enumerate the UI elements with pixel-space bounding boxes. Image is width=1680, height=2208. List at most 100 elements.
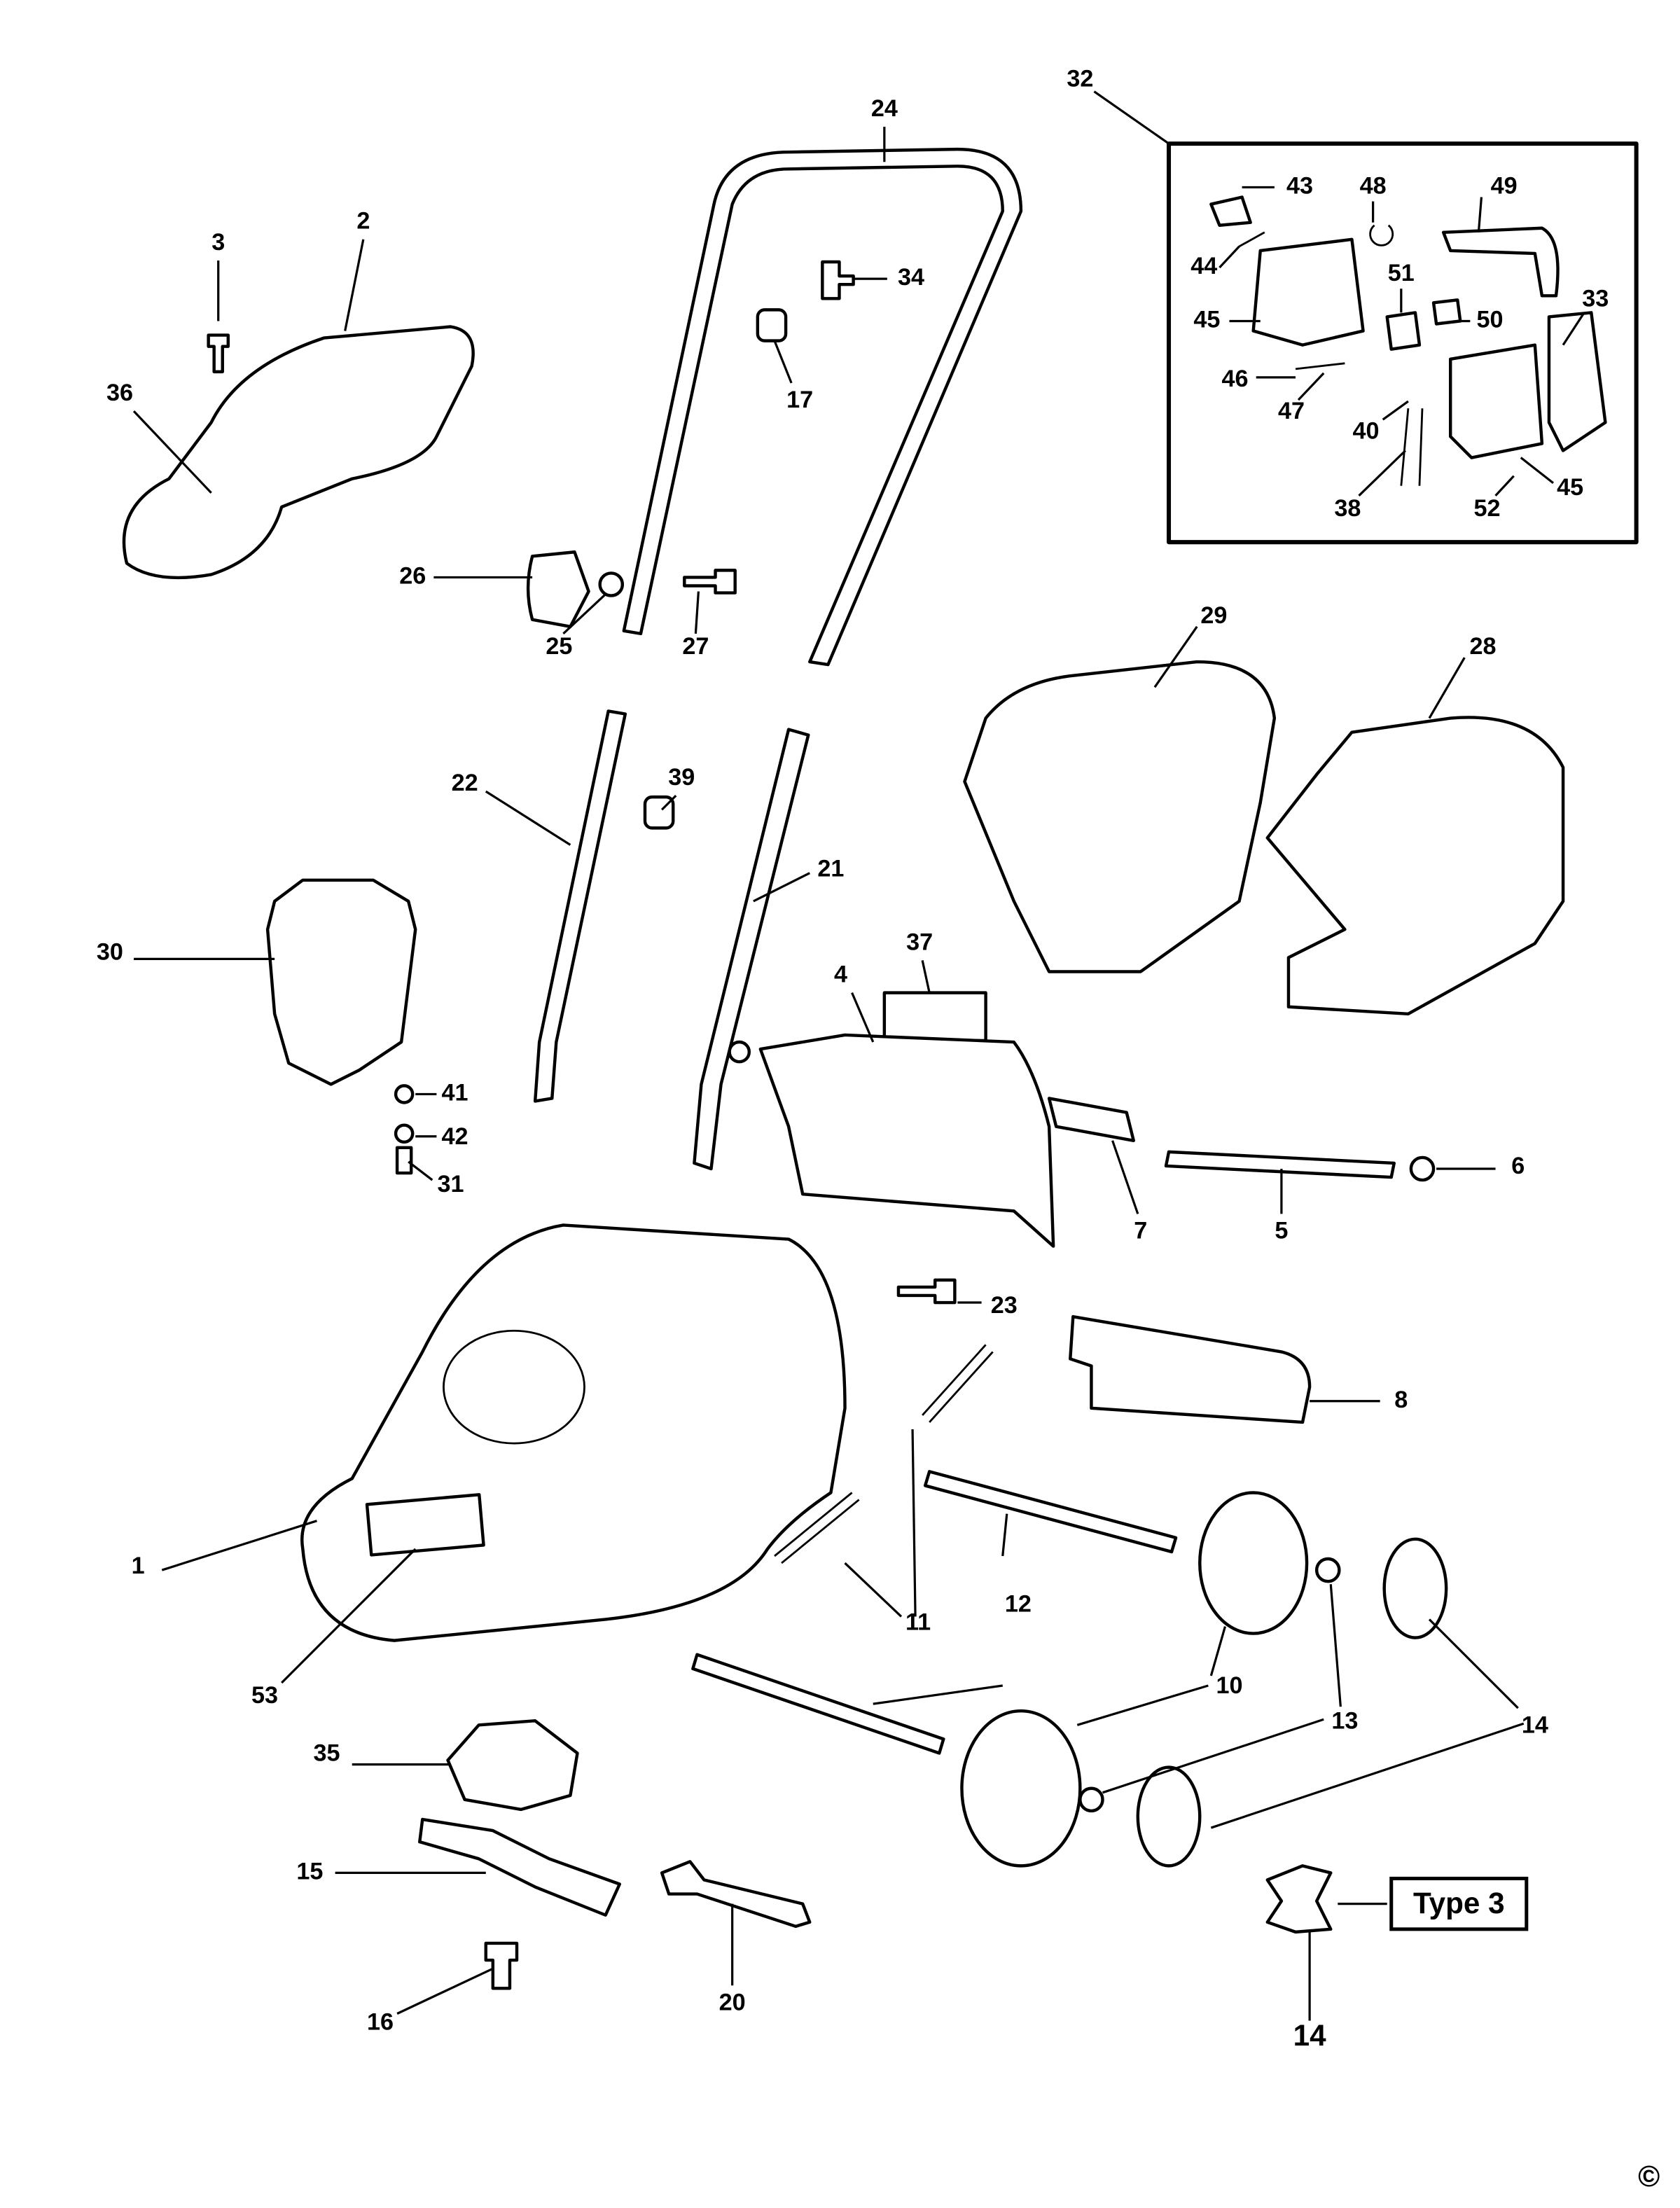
- part-label-37: [882, 991, 987, 1043]
- part-axle-12a: [923, 1470, 1178, 1554]
- label-43: 43: [1286, 172, 1313, 199]
- part-knob-26: [526, 550, 590, 629]
- part-rod-5: [1164, 1150, 1396, 1179]
- label-13: 13: [1331, 1707, 1358, 1734]
- part-cap-14a: [1382, 1537, 1448, 1639]
- part-spring-11b: [774, 1492, 860, 1564]
- part-tube-22: [533, 709, 627, 1103]
- label-48: 48: [1360, 172, 1387, 199]
- part-cable-38: [1400, 408, 1424, 486]
- label-39: 39: [668, 764, 695, 791]
- part-brush-8: [1069, 1314, 1312, 1424]
- part-catcher-28: [1265, 716, 1565, 1016]
- part-bush-13b: [1078, 1786, 1104, 1813]
- label-5: 5: [1275, 1218, 1288, 1244]
- part-clip-17: [756, 308, 788, 342]
- part-wheel-10b: [960, 1709, 1082, 1868]
- label-51: 51: [1388, 260, 1415, 286]
- label-17: 17: [786, 387, 813, 413]
- part-flap-4: [758, 1033, 1055, 1248]
- part-spring-44: [1238, 231, 1265, 248]
- label-37: 37: [906, 929, 933, 955]
- part-washer-42: [394, 1123, 415, 1144]
- label-34: 34: [898, 264, 924, 291]
- label-23: 23: [991, 1292, 1018, 1319]
- part-washer-41: [394, 1084, 415, 1104]
- part-pin-46: [1295, 362, 1345, 370]
- label-7: 7: [1134, 1218, 1147, 1244]
- label-36: 36: [106, 380, 133, 406]
- label-47: 47: [1278, 398, 1305, 424]
- label-25: 25: [546, 633, 572, 660]
- label-29: 29: [1200, 602, 1227, 629]
- part-switch-43: [1209, 195, 1252, 227]
- label-15: 15: [296, 1858, 323, 1884]
- part-housing-45: [1251, 237, 1365, 347]
- label-24: 24: [871, 95, 898, 122]
- label-20: 20: [719, 1989, 746, 2015]
- part-catcher-29: [963, 660, 1277, 973]
- part-bolt-16: [484, 1941, 519, 1990]
- part-screw-34: [821, 260, 855, 300]
- label-50: 50: [1476, 307, 1503, 333]
- label-6: 6: [1511, 1153, 1525, 1179]
- label-45b: 45: [1557, 474, 1583, 501]
- label-16: 16: [367, 2009, 394, 2036]
- part-deck-opening: [443, 1329, 585, 1445]
- label-10: 10: [1216, 1672, 1242, 1699]
- part-spanner-20: [660, 1860, 812, 1929]
- part-star-14: [1265, 1864, 1333, 1934]
- label-21: 21: [817, 856, 844, 882]
- label-28: 28: [1469, 633, 1496, 660]
- label-12: 12: [1005, 1590, 1032, 1617]
- part-blade-15: [418, 1817, 622, 1917]
- label-35: 35: [314, 1740, 340, 1767]
- part-cap-14b: [1136, 1765, 1202, 1868]
- label-30: 30: [97, 938, 123, 965]
- part-labels: 3 2 36 24 34 17 32 43 48 49 44 51 33 45 …: [97, 66, 1660, 2193]
- type-label: Type 3: [1413, 1887, 1505, 1919]
- part-shapes: [122, 141, 1639, 1990]
- label-42: 42: [442, 1123, 468, 1150]
- type-box: [1389, 1876, 1529, 1931]
- label-53: 53: [251, 1682, 278, 1709]
- label-4: 4: [834, 961, 847, 988]
- part-nut-6: [1409, 1155, 1436, 1182]
- leader-lines: [132, 90, 1585, 2021]
- label-8: 8: [1394, 1387, 1408, 1413]
- part-cover-45: [1448, 343, 1544, 459]
- label-52: 52: [1473, 495, 1500, 522]
- label-11: 11: [905, 1609, 931, 1636]
- part-deck-1: [300, 1223, 847, 1642]
- label-2: 2: [356, 208, 370, 235]
- part-spring-11a: [922, 1344, 994, 1423]
- part-bolt-23: [896, 1278, 957, 1305]
- part-lever-49: [1441, 226, 1560, 298]
- label-38: 38: [1334, 495, 1361, 522]
- label-32: 32: [1067, 66, 1093, 92]
- part-clip-50: [1431, 298, 1462, 326]
- label-45a: 45: [1193, 307, 1220, 333]
- part-handle-24: [622, 147, 1023, 667]
- part-spring-7: [1047, 1097, 1135, 1142]
- label-14b: 14: [1293, 2019, 1326, 2052]
- part-tube-21: [693, 728, 810, 1171]
- part-screw-3: [207, 333, 230, 374]
- part-screw-31: [395, 1146, 413, 1175]
- label-46: 46: [1222, 366, 1249, 392]
- label-3: 3: [211, 229, 225, 256]
- part-washer-4b: [728, 1040, 751, 1064]
- part-wheel-10a: [1198, 1491, 1309, 1635]
- part-motor-30: [265, 878, 417, 1086]
- part-axle-12b: [691, 1653, 945, 1755]
- part-bolt-27: [683, 569, 737, 595]
- part-cover-2: [122, 325, 475, 580]
- part-clip-48: [1369, 224, 1394, 247]
- part-washer-25: [598, 571, 625, 597]
- copyright-mark: ©: [1638, 2160, 1660, 2193]
- part-label-53: [365, 1493, 485, 1557]
- label-14a: 14: [1522, 1711, 1548, 1738]
- label-33: 33: [1582, 285, 1609, 312]
- part-switch-51: [1385, 311, 1422, 351]
